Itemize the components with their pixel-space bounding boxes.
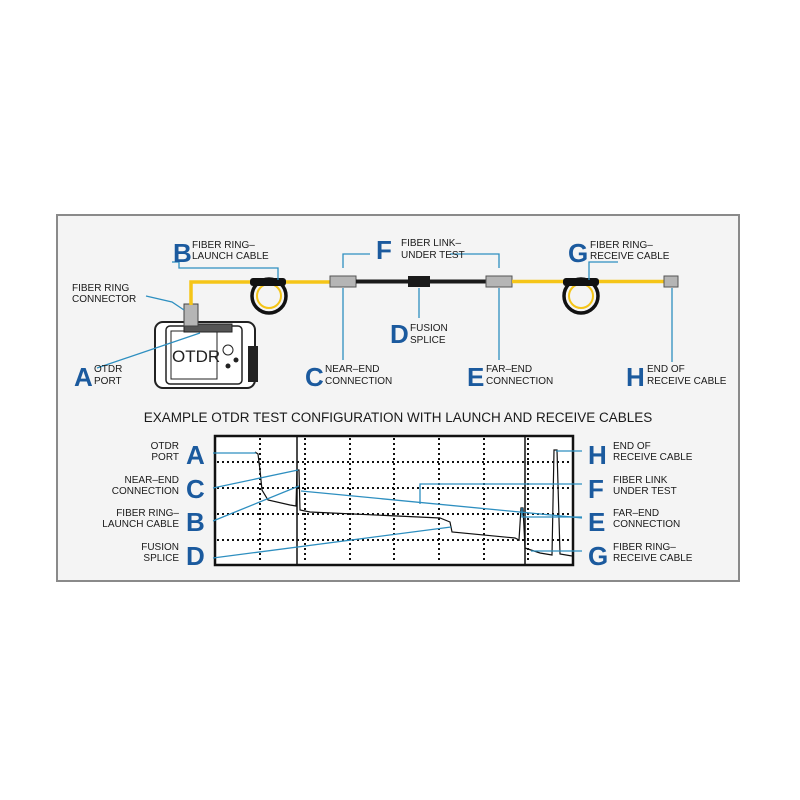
trace-label-f: F FIBER LINK UNDER TEST xyxy=(588,474,677,504)
svg-text:G: G xyxy=(568,238,588,268)
svg-text:CONNECTION: CONNECTION xyxy=(325,376,392,387)
svg-text:FIBER RING–: FIBER RING– xyxy=(116,508,179,519)
svg-text:SPLICE: SPLICE xyxy=(410,335,446,346)
svg-text:LAUNCH CABLE: LAUNCH CABLE xyxy=(102,519,179,530)
callout-d: D FUSION SPLICE xyxy=(390,319,448,349)
svg-text:FIBER LINK–: FIBER LINK– xyxy=(401,238,461,249)
callout-h: H END OF RECEIVE CABLE xyxy=(626,362,727,392)
svg-text:FIBER RING–: FIBER RING– xyxy=(613,542,676,553)
section-title: EXAMPLE OTDR TEST CONFIGURATION WITH LAU… xyxy=(144,410,653,425)
svg-text:B: B xyxy=(173,238,192,268)
svg-text:G: G xyxy=(588,541,608,571)
svg-text:CONNECTION: CONNECTION xyxy=(613,519,680,530)
trace-label-h: H END OF RECEIVE CABLE xyxy=(588,440,693,470)
svg-text:FIBER LINK: FIBER LINK xyxy=(613,475,668,486)
svg-text:E: E xyxy=(588,507,605,537)
svg-text:CONNECTION: CONNECTION xyxy=(112,486,179,497)
callout-g: G FIBER RING– RECEIVE CABLE xyxy=(568,238,670,268)
svg-text:D: D xyxy=(186,541,205,571)
svg-text:UNDER TEST: UNDER TEST xyxy=(613,486,677,497)
svg-text:F: F xyxy=(588,474,604,504)
fiber-under-test xyxy=(356,276,486,287)
svg-text:FAR–END: FAR–END xyxy=(486,364,532,375)
svg-text:PORT: PORT xyxy=(151,452,179,463)
far-end-connector xyxy=(485,275,513,288)
fiber-ring-connector xyxy=(183,303,199,327)
svg-text:NEAR–END: NEAR–END xyxy=(325,364,379,375)
svg-text:FIBER RING–: FIBER RING– xyxy=(590,240,653,251)
callout-e: E FAR–END CONNECTION xyxy=(467,362,553,392)
svg-text:C: C xyxy=(186,474,205,504)
svg-text:RECEIVE CABLE: RECEIVE CABLE xyxy=(590,251,670,262)
svg-text:FIBER RING: FIBER RING xyxy=(72,283,129,294)
svg-text:FAR–END: FAR–END xyxy=(613,508,659,519)
launch-fiber xyxy=(189,277,330,315)
svg-text:FUSION: FUSION xyxy=(141,542,179,553)
svg-text:H: H xyxy=(626,362,645,392)
callout-b: B FIBER RING– LAUNCH CABLE xyxy=(173,238,269,268)
trace-label-d: FUSION SPLICE D xyxy=(141,541,205,571)
receive-fiber xyxy=(512,277,666,315)
svg-text:END OF: END OF xyxy=(613,441,651,452)
svg-text:SPLICE: SPLICE xyxy=(143,553,179,564)
svg-text:END OF: END OF xyxy=(647,364,685,375)
svg-text:UNDER TEST: UNDER TEST xyxy=(401,250,465,261)
callout-f: F FIBER LINK– UNDER TEST xyxy=(376,235,465,265)
trace-grid xyxy=(217,438,571,563)
svg-text:F: F xyxy=(376,235,392,265)
svg-text:FIBER RING–: FIBER RING– xyxy=(192,240,255,251)
trace-label-c: NEAR–END CONNECTION C xyxy=(112,474,205,504)
svg-text:LAUNCH CABLE: LAUNCH CABLE xyxy=(192,251,269,262)
top-leader-lines xyxy=(96,253,673,369)
trace-label-g: G FIBER RING– RECEIVE CABLE xyxy=(588,541,693,571)
svg-text:H: H xyxy=(588,440,607,470)
callout-c: C NEAR–END CONNECTION xyxy=(305,362,392,392)
svg-text:C: C xyxy=(305,362,324,392)
svg-text:CONNECTION: CONNECTION xyxy=(486,376,553,387)
end-of-receive-cable xyxy=(663,275,679,288)
svg-text:OTDR: OTDR xyxy=(151,441,179,452)
svg-text:A: A xyxy=(74,362,93,392)
svg-text:CONNECTOR: CONNECTOR xyxy=(72,294,136,305)
trace-label-e: E FAR–END CONNECTION xyxy=(588,507,680,537)
near-end-connector xyxy=(329,275,357,288)
svg-text:PORT: PORT xyxy=(94,376,122,387)
svg-text:RECEIVE CABLE: RECEIVE CABLE xyxy=(613,553,693,564)
svg-text:B: B xyxy=(186,507,205,537)
svg-text:RECEIVE CABLE: RECEIVE CABLE xyxy=(647,376,727,387)
svg-text:RECEIVE CABLE: RECEIVE CABLE xyxy=(613,452,693,463)
callout-connector: FIBER RING CONNECTOR xyxy=(72,283,136,305)
trace-label-a: OTDR PORT A xyxy=(151,440,205,470)
otdr-trace-curve xyxy=(254,449,573,557)
svg-text:D: D xyxy=(390,319,409,349)
svg-text:FUSION: FUSION xyxy=(410,323,448,334)
otdr-device: OTDR xyxy=(154,321,258,389)
svg-text:OTDR: OTDR xyxy=(94,364,122,375)
device-screen-text: OTDR xyxy=(172,347,220,366)
svg-text:A: A xyxy=(186,440,205,470)
svg-text:NEAR–END: NEAR–END xyxy=(125,475,179,486)
trace-leader-lines xyxy=(212,450,583,559)
callout-a: A OTDR PORT xyxy=(74,362,122,392)
trace-label-b: FIBER RING– LAUNCH CABLE B xyxy=(102,507,204,537)
svg-text:E: E xyxy=(467,362,484,392)
